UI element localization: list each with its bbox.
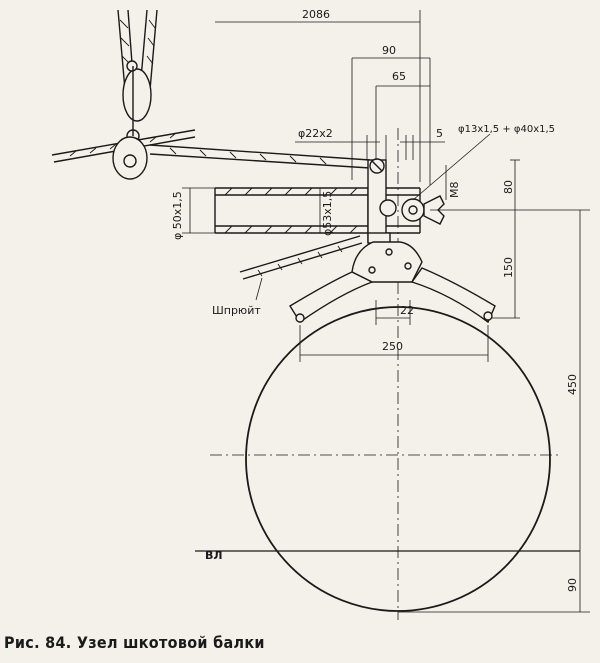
label-waterline: ВЛ <box>205 549 223 562</box>
figure-caption: Рис. 84. Узел шкотовой балки <box>4 633 265 652</box>
sheet-boom <box>149 144 371 169</box>
upper-brace <box>51 129 196 180</box>
float-bracket <box>289 241 496 324</box>
sprit-brace <box>239 235 363 280</box>
dim-m8: M8 <box>448 182 461 199</box>
dim-65: 65 <box>392 70 406 83</box>
central-fitting <box>367 158 445 244</box>
mast-tube <box>117 9 158 143</box>
dim-250: 250 <box>382 340 403 353</box>
dim-phi13-phi40: φ13x1,5 + φ40x1,5 <box>458 124 555 135</box>
dim-phi22x2: φ22x2 <box>298 127 333 140</box>
dim-5: 5 <box>436 127 443 140</box>
dim-22: 22 <box>400 304 414 317</box>
dim-90-top: 90 <box>382 44 396 57</box>
dim-150: 150 <box>502 257 515 278</box>
dim-2086: 2086 <box>302 8 330 21</box>
dim-450: 450 <box>566 374 579 395</box>
dim-phi53x15: φ53x1,5 <box>321 191 334 236</box>
dim-80: 80 <box>502 180 515 194</box>
dim-90-bottom: 90 <box>566 578 579 592</box>
dim-phi50x15: φ 50x1,5 <box>171 191 184 240</box>
label-sprit: Шпрюйт <box>212 304 261 317</box>
